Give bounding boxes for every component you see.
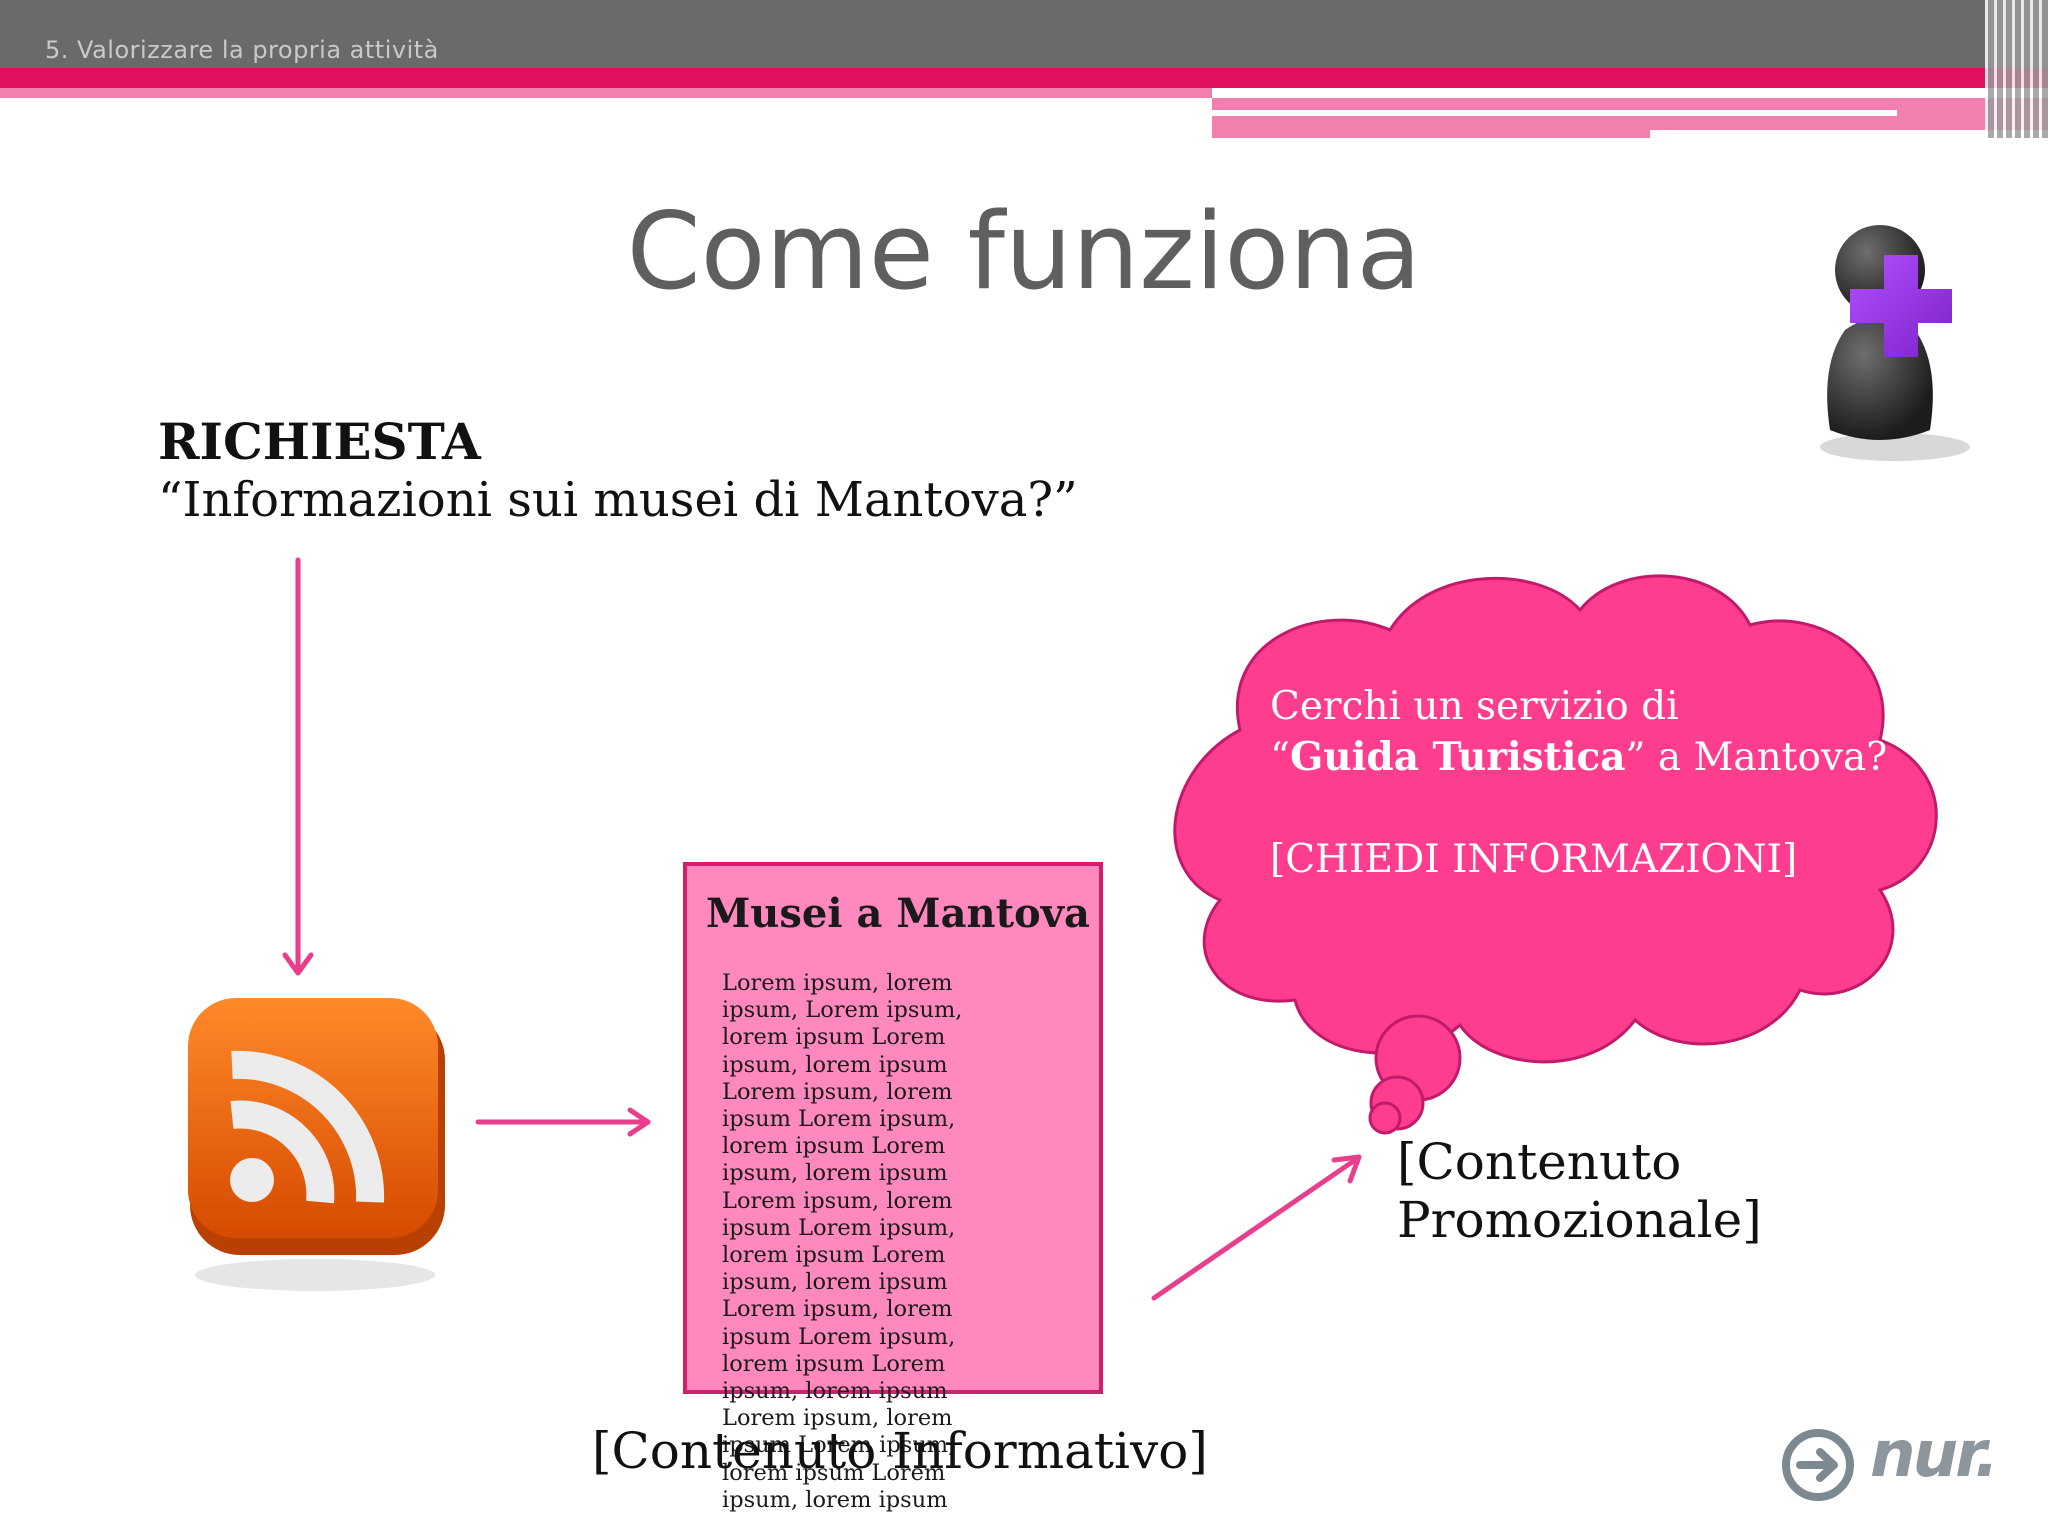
promo-line-2-rest: ” a Mantova? [1625, 735, 1888, 780]
logo-text: nur. [1870, 1418, 1999, 1492]
header-vertical-stripes [1985, 0, 2048, 138]
arrow-right-head [627, 1107, 651, 1137]
info-box-title: Musei a Mantova [706, 890, 1090, 937]
info-caption: [Contenuto Informativo] [592, 1422, 1208, 1480]
promo-caption: [Contenuto Promozionale] [1397, 1133, 1762, 1249]
quote-open: “ [1270, 735, 1290, 780]
promo-line-2: “Guida Turistica” a Mantova? [1270, 734, 1887, 780]
header-accent-stripe [0, 68, 2048, 88]
rss-icon [188, 998, 445, 1291]
request-heading: RICHIESTA [158, 412, 481, 471]
section-label: 5. Valorizzare la propria attività [45, 36, 439, 64]
slide-title: Come funziona [626, 190, 1422, 313]
arrow-diagonal-head [1331, 1154, 1362, 1184]
info-box-body: Lorem ipsum, lorem ipsum, Lorem ipsum, l… [722, 970, 963, 1513]
promo-service-name: Guida Turistica [1289, 734, 1626, 780]
request-question: “Informazioni sui musei di Mantova?” [158, 472, 1078, 528]
header-bar [0, 0, 2048, 68]
user-plus-icon [1820, 225, 1970, 461]
info-content-box [683, 862, 1103, 1394]
promo-cta: [CHIEDI INFORMAZIONI] [1270, 837, 1798, 882]
arrow-diagonal [1151, 1155, 1361, 1301]
nur-logo-icon [1782, 1429, 1854, 1501]
header-light-stripe [0, 88, 1212, 98]
header-white-line [1650, 130, 2048, 138]
thought-cloud [1173, 574, 1938, 1135]
header-white-line [1212, 110, 1897, 116]
promo-line-1: Cerchi un servizio di [1270, 684, 1679, 729]
arrow-down-head [282, 952, 314, 976]
